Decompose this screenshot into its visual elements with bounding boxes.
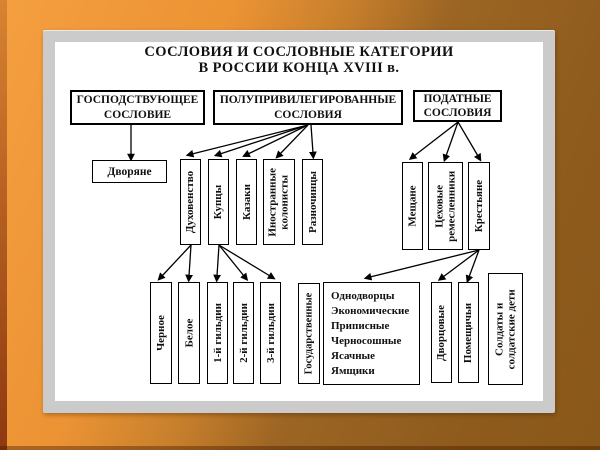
box-guild-2: 2-й гильдии: [233, 282, 254, 384]
box-guild-2-label: 2-й гильдии: [237, 303, 250, 363]
box-semiprivileged-estates: ПОЛУПРИВИЛЕГИРОВАННЫЕ СОСЛОВИЯ: [213, 90, 403, 125]
box-merchants: Купцы: [208, 159, 229, 245]
state-type-ekonomicheskie: Экономические: [331, 304, 410, 317]
box-guild-3-label: 3-й гильдии: [264, 303, 277, 363]
arrow-merchants-guild2: [218, 244, 249, 282]
arrow-taxed-artisans: [442, 121, 459, 163]
box-black-clergy-label: Черное: [155, 315, 168, 351]
state-type-yamshchiki: Ямщики: [331, 364, 375, 377]
box-merchants-label: Купцы: [212, 184, 225, 220]
box-guild-artisans: Цеховые ремесленники: [428, 162, 463, 250]
box-guild-1: 1-й гильдии: [207, 282, 228, 384]
arrow-peasants-state: [363, 249, 480, 281]
box-semi-line2: СОСЛОВИЯ: [274, 108, 342, 121]
box-cossacks-label: Казаки: [240, 184, 253, 220]
slide-frame: СОСЛОВИЯ И СОСЛОВНЫЕ КАТЕГОРИИ В РОССИИ …: [43, 30, 555, 413]
box-nobility-label: Дворяне: [107, 165, 152, 178]
box-state-peasants-label: Государственные: [303, 292, 315, 375]
box-foreign-colonists: Иностранные колонисты: [263, 159, 295, 245]
box-soldiers-children-label: Солдаты и солдатские дети: [493, 288, 518, 370]
arrow-merchants-guild1: [213, 244, 221, 283]
box-clergy-label: Духовенство: [184, 170, 197, 234]
box-semi-line1: ПОЛУПРИВИЛЕГИРОВАННЫЕ: [219, 94, 397, 107]
box-palace-peasants-label: Дворцовые: [435, 304, 448, 361]
box-state-peasant-types: Однодворцы Экономические Приписные Черно…: [323, 282, 420, 385]
box-dominant-line2: СОСЛОВИЕ: [103, 108, 172, 121]
arrow-semi-merchants: [213, 124, 309, 158]
diagram-title: СОСЛОВИЯ И СОСЛОВНЫЕ КАТЕГОРИИ В РОССИИ …: [55, 44, 543, 76]
diagram-title-line1: СОСЛОВИЯ И СОСЛОВНЫЕ КАТЕГОРИИ: [144, 44, 454, 60]
arrow-semi-cossacks: [242, 124, 309, 157]
box-guild-artisans-label: Цеховые ремесленники: [433, 170, 458, 242]
arrow-semi-colonists: [275, 124, 309, 159]
box-dominant-line1: ГОСПОДСТВУЮЩЕЕ: [76, 94, 199, 107]
box-taxed-line2: СОСЛОВИЯ: [423, 107, 492, 119]
box-state-peasants: Государственные: [298, 283, 320, 384]
box-white-clergy-label: Белое: [183, 318, 195, 348]
box-foreign-colonists-label: Иностранные колонисты: [266, 167, 291, 237]
box-taxed-estates: ПОДАТНЫЕ СОСЛОВИЯ: [413, 90, 502, 122]
box-peasants-label: Крестьяне: [473, 179, 486, 233]
box-taxed-line1: ПОДАТНЫЕ: [423, 92, 492, 105]
box-guild-1-label: 1-й гильдии: [211, 303, 224, 363]
box-black-clergy: Черное: [150, 282, 172, 384]
box-landlord-peasants: Помещичьи: [458, 282, 479, 383]
box-clergy: Духовенство: [180, 159, 201, 245]
arrow-merchants-guild3: [218, 244, 276, 280]
box-meshchane: Мещане: [402, 162, 423, 250]
diagram-title-line2: В РОССИИ КОНЦА XVIII в.: [198, 59, 400, 76]
box-raznochintsy-label: Разночинцы: [306, 171, 319, 233]
box-landlord-peasants-label: Помещичьи: [462, 302, 475, 363]
box-meshchane-label: Мещане: [406, 185, 419, 227]
state-type-yasachnye: Ясачные: [331, 349, 376, 362]
state-type-chernososhnye: Черносошные: [331, 334, 402, 347]
box-white-clergy: Белое: [178, 282, 200, 384]
state-type-pripisnye: Приписные: [331, 319, 390, 332]
arrow-peasants-palace: [437, 249, 480, 281]
box-guild-3: 3-й гильдии: [260, 282, 281, 384]
box-soldiers-children: Солдаты и солдатские дети: [488, 273, 523, 385]
state-type-odnodvortsy: Однодворцы: [331, 289, 395, 302]
box-peasants: Крестьяне: [468, 162, 490, 250]
box-palace-peasants: Дворцовые: [431, 282, 452, 383]
arrow-semi-raznochintsy: [309, 124, 317, 160]
box-nobility: Дворяне: [92, 160, 167, 183]
box-dominant-estate: ГОСПОДСТВУЮЩЕЕ СОСЛОВИЕ: [70, 90, 205, 125]
arrow-clergy-black: [157, 244, 192, 281]
box-cossacks: Казаки: [236, 159, 257, 245]
box-raznochintsy: Разночинцы: [302, 159, 323, 245]
arrow-taxed-peasants: [457, 121, 482, 162]
arrow-clergy-white: [185, 244, 193, 283]
arrow-semi-clergy: [185, 124, 309, 158]
connector-lines: [127, 121, 482, 284]
arrow-taxed-meshchane: [408, 121, 459, 160]
diagram-canvas: СОСЛОВИЯ И СОСЛОВНЫЕ КАТЕГОРИИ В РОССИИ …: [55, 42, 543, 401]
arrow-peasants-landlord: [465, 249, 480, 284]
